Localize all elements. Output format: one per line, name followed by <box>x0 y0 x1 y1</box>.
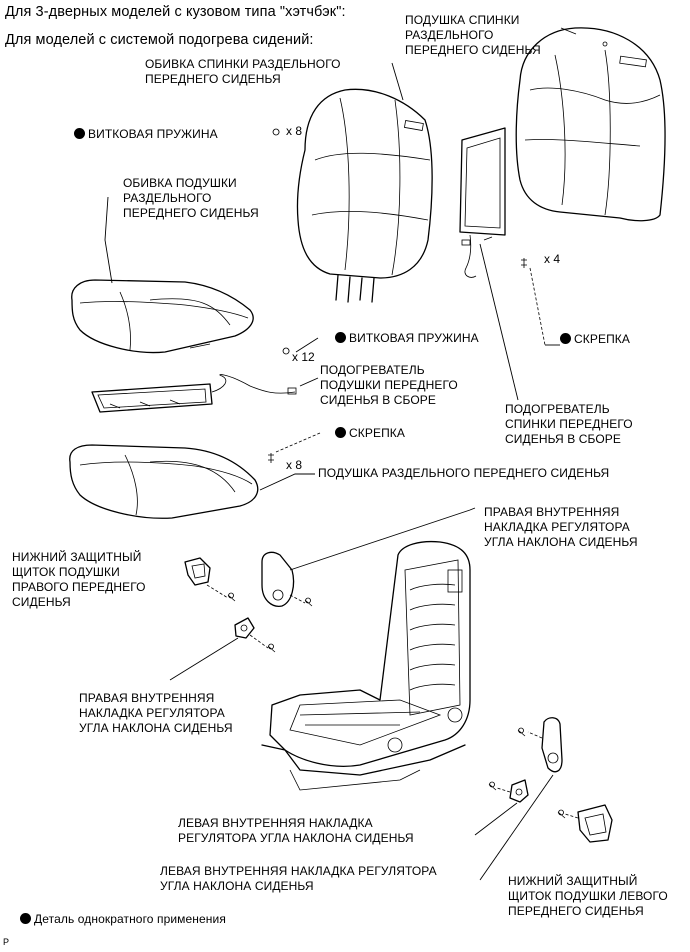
label-coil-spring-mid: ВИТКОВАЯ ПРУЖИНА <box>335 331 479 346</box>
single-use-dot-icon <box>335 332 346 343</box>
label-left-inner-recliner-2: ЛЕВАЯ ВНУТРЕННЯЯ НАКЛАДКА РЕГУЛЯТОРА УГЛ… <box>160 864 437 893</box>
qty-clip-right: x 4 <box>544 252 561 266</box>
label-seatback-cover: ОБИВКА СПИНКИ РАЗДЕЛЬНОГО ПЕРЕДНЕГО СИДЕ… <box>145 57 341 86</box>
label-cushion-heater: ПОДОГРЕВАТЕЛЬ ПОДУШКИ ПЕРЕДНЕГО СИДЕНЬЯ … <box>320 363 458 407</box>
coil-spring-icon <box>272 128 280 136</box>
label-lower-shield-right: НИЖНИЙ ЗАЩИТНЫЙ ЩИТОК ПОДУШКИ ПРАВОГО ПЕ… <box>12 550 146 609</box>
label-seatback-pad: ПОДУШКА СПИНКИ РАЗДЕЛЬНОГО ПЕРЕДНЕГО СИД… <box>405 13 541 57</box>
label-cushion-cover: ОБИВКА ПОДУШКИ РАЗДЕЛЬНОГО ПЕРЕДНЕГО СИД… <box>123 176 259 220</box>
seatback-pad-illustration <box>515 27 666 222</box>
seatback-cover-illustration <box>296 88 433 303</box>
single-use-dot-icon <box>560 333 571 344</box>
label-clip-mid: СКРЕПКА <box>335 426 405 441</box>
cushion-pad-illustration <box>69 444 259 519</box>
label-seatback-heater: ПОДОГРЕВАТЕЛЬ СПИНКИ ПЕРЕДНЕГО СИДЕНЬЯ В… <box>505 402 633 446</box>
label-left-inner-recliner-1: ЛЕВАЯ ВНУТРЕННЯЯ НАКЛАДКА РЕГУЛЯТОРА УГЛ… <box>178 816 414 845</box>
screw-icon <box>517 727 526 737</box>
cushion-heater-illustration <box>91 374 297 413</box>
screw-icon <box>557 809 566 819</box>
header-line-2: Для моделей с системой подогрева сидений… <box>5 32 314 48</box>
right-inner-recliner-small-illustration <box>234 617 255 639</box>
label-lower-shield-left: НИЖНИЙ ЗАЩИТНЫЙ ЩИТОК ПОДУШКИ ЛЕВОГО ПЕР… <box>508 874 668 918</box>
label-right-inner-recliner-top: ПРАВАЯ ВНУТРЕННЯЯ НАКЛАДКА РЕГУЛЯТОРА УГ… <box>484 505 638 549</box>
screw-icon <box>227 592 236 602</box>
screw-icon <box>304 597 313 607</box>
qty-clip-mid: x 8 <box>286 458 303 472</box>
right-inner-recliner-cover-illustration <box>261 551 295 607</box>
corner-mark: P <box>3 937 10 947</box>
left-inner-recliner-cover-illustration <box>541 717 563 773</box>
label-coil-spring-top: ВИТКОВАЯ ПРУЖИНА <box>74 127 218 142</box>
left-inner-recliner-small-illustration <box>509 779 529 803</box>
seat-frame-illustration <box>261 540 471 791</box>
single-use-dot-icon <box>20 913 31 924</box>
qty-coil-top: x 8 <box>286 124 303 138</box>
single-use-dot-icon <box>335 427 346 438</box>
screw-icon <box>488 781 497 791</box>
legend: Деталь однократного применения <box>20 912 226 927</box>
qty-coil-mid: x 12 <box>292 350 315 364</box>
header-line-1: Для 3-дверных моделей с кузовом типа "хэ… <box>5 4 346 20</box>
label-cushion-pad: ПОДУШКА РАЗДЕЛЬНОГО ПЕРЕДНЕГО СИДЕНЬЯ <box>318 466 610 480</box>
seatback-heater-illustration <box>459 127 506 278</box>
cushion-cover-illustration <box>71 279 254 354</box>
clip-icon <box>521 258 527 268</box>
screw-icon <box>267 643 276 653</box>
lower-shield-right-illustration <box>184 557 211 586</box>
coil-spring-icon <box>282 347 290 355</box>
label-right-inner-recliner-left: ПРАВАЯ ВНУТРЕННЯЯ НАКЛАДКА РЕГУЛЯТОРА УГ… <box>79 691 233 735</box>
lower-shield-left-illustration <box>577 804 613 843</box>
single-use-dot-icon <box>74 128 85 139</box>
label-clip-right: СКРЕПКА <box>560 332 630 347</box>
clip-icon <box>268 453 274 463</box>
